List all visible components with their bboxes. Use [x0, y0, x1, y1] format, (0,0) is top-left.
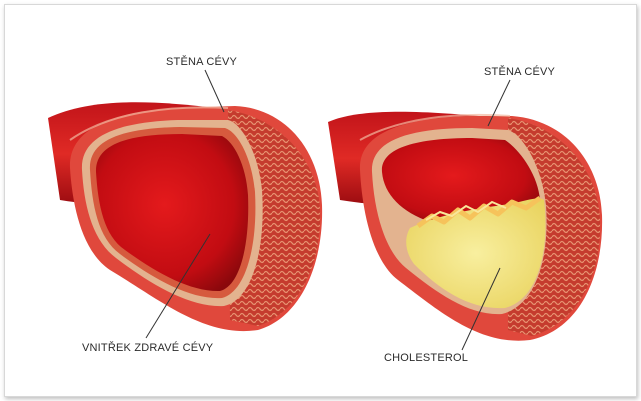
diseased-vessel [328, 112, 602, 341]
right-wall-label: STĚNA CÉVY [484, 66, 555, 78]
left-wall-leader [205, 70, 224, 112]
left-wall-label: STĚNA CÉVY [166, 56, 237, 68]
healthy-interior-label: VNITŘEK ZDRAVÉ CÉVY [82, 342, 213, 354]
healthy-vessel [48, 102, 322, 331]
cholesterol-label: CHOLESTEROL [384, 352, 468, 364]
